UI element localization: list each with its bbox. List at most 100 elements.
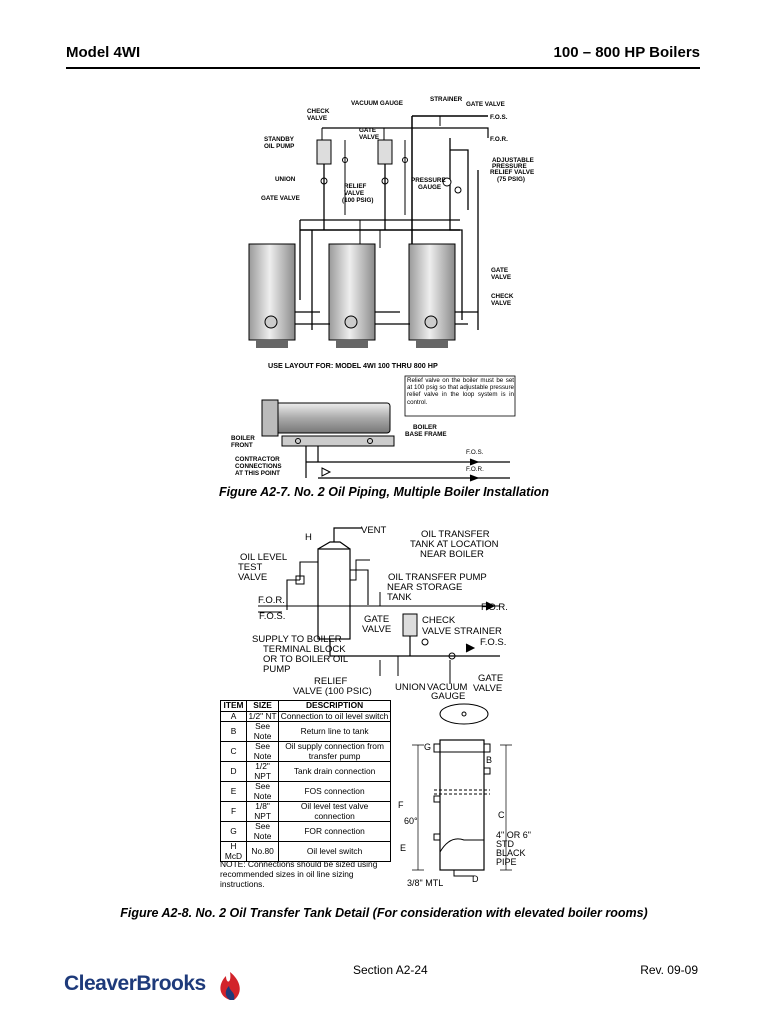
lbl-gate-r1: GATE [491,267,508,274]
lbl2-union: UNION [395,682,426,693]
lbl-adj-4: (75 PSIG) [497,176,525,183]
cell: See Note [246,821,280,842]
cell: Oil level switch [278,841,391,862]
lbl2-oil-level-2: TEST [238,562,262,573]
cell: See Note [246,721,280,742]
lbl-pressure-1: PRESSURE [411,177,446,184]
lbl-pressure-2: GAUGE [418,184,441,191]
cell: E [219,781,248,802]
figure1-caption: Figure A2-7. No. 2 Oil Piping, Multiple … [218,485,550,499]
lbl2-gate-r2: VALVE [473,683,502,694]
lbl2-for-right: F.O.R. [481,602,508,613]
lbl-gate-valve-top: GATE VALVE [466,101,505,108]
lbl-check-1: CHECK [307,108,330,115]
logo-text: CleaverBrooks [64,972,206,995]
lbl2-check-1: CHECK [422,615,456,626]
lbl-boiler-front-1: BOILER [231,435,255,442]
col-size: SIZE [246,700,280,712]
lbl-layout: USE LAYOUT FOR: MODEL 4WI 100 THRU 800 H… [268,361,438,370]
header-range: 100 – 800 HP Boilers [553,44,700,61]
lbl2-oil-level-3: VALVE [238,572,267,583]
lbl2-pump-2: NEAR STORAGE [387,582,462,593]
cell: B [219,721,248,742]
lbl2-check-2: VALVE STRAINER [422,626,502,637]
lbl2-relief-1: RELIEF [314,676,347,687]
lbl2-tank-1: OIL TRANSFER [421,529,490,540]
lbl2-dim-g: G [424,742,431,752]
cell: 1/8" NPT [246,801,280,822]
footer-section: Section A2-24 [353,963,428,977]
note-box-text: Relief valve on the boiler must be set a… [407,377,514,406]
lbl-fos: F.O.S. [490,114,508,121]
lbl2-mtl: 3/8" MTL [407,878,443,888]
lbl-union: UNION [275,176,296,183]
cell: See Note [246,781,280,802]
lbl-contractor-1: CONTRACTOR [235,456,280,463]
lbl-standby-2: OIL PUMP [264,143,294,150]
col-description: DESCRIPTION [278,700,391,712]
lbl2-gate-r1: GATE [478,673,503,684]
lbl2-dim-c: C [498,810,505,820]
cell: Tank drain connection [278,761,391,782]
cell: Oil supply connection from transfer pump [278,741,391,762]
lbl-vacuum-gauge: VACUUM GAUGE [351,100,403,107]
lbl-boiler-front-2: FRONT [231,442,253,449]
lbl2-fos-right: F.O.S. [480,637,506,648]
lbl2-supply-1: SUPPLY TO BOILER [252,634,342,645]
cell: 1/2" NT [246,710,280,722]
lbl2-tank-3: NEAR BOILER [420,549,484,560]
lbl2-dim-d: D [472,874,479,884]
lbl2-gate-1: GATE [364,614,389,625]
lbl-adj-2: PRESSURE [492,163,527,170]
lbl2-h: H [305,532,312,543]
lbl2-pipe-1: 4" OR 6" [496,830,531,840]
lbl2-for: F.O.R. [258,595,285,606]
figure2-diagram: H VENT OIL TRANSFER TANK AT LOCATION NEA… [238,525,531,888]
lbl2-vent: VENT [361,525,387,536]
lbl-check-2: VALVE [307,115,327,122]
lbl-adj-1: ADJUSTABLE [492,157,534,164]
lbl2-supply-3: OR TO BOILER OIL [263,654,348,665]
lbl-gate-1: GATE [359,127,376,134]
col-item: ITEM [219,700,248,712]
lbl-check-r2: VALVE [491,300,511,307]
lbl-relief-2: VALVE [344,190,364,197]
lbl-gate-valve-left: GATE VALVE [261,195,300,202]
lbl2-pump-3: TANK [387,592,412,603]
figure1-diagram: VACUUM GAUGE STRAINER GATE VALVE CHECK V… [231,96,534,482]
lbl2-pipe-2: STD [496,839,515,849]
cell: FOR connection [278,821,391,842]
cell: No.80 [246,841,280,862]
lbl2-supply-2: TERMINAL BLOCK [263,644,346,655]
lbl-adj-3: RELIEF VALVE [490,169,534,176]
table-header-row: ITEM SIZE DESCRIPTION [219,700,391,712]
lbl2-gate-2: VALVE [362,624,391,635]
cell: G [219,821,248,842]
lbl2-pump-1: OIL TRANSFER PUMP [388,572,487,583]
lbl2-relief-2: VALVE (100 PSIC) [293,686,372,697]
cleaverbrooks-logo: CleaverBrooks [64,968,248,1008]
lbl-base-frame-2: BASE FRAME [405,431,447,438]
cell: D [219,761,248,782]
lbl-check-r1: CHECK [491,293,514,300]
lbl-gate-2: VALVE [359,134,379,141]
lbl2-supply-4: PUMP [263,664,290,675]
figure2-caption: Figure A2-8. No. 2 Oil Transfer Tank Det… [120,906,648,920]
lbl2-pipe-3: BLACK [496,848,526,858]
lbl2-vacuum-1: VACUUM [427,682,468,693]
lbl2-dim-b: B [486,755,492,765]
cell: FOS connection [278,781,391,802]
lbl2-tank-2: TANK AT LOCATION [410,539,499,550]
lbl-fos2: F.O.S. [466,449,484,456]
footer-rev: Rev. 09-09 [640,963,698,977]
